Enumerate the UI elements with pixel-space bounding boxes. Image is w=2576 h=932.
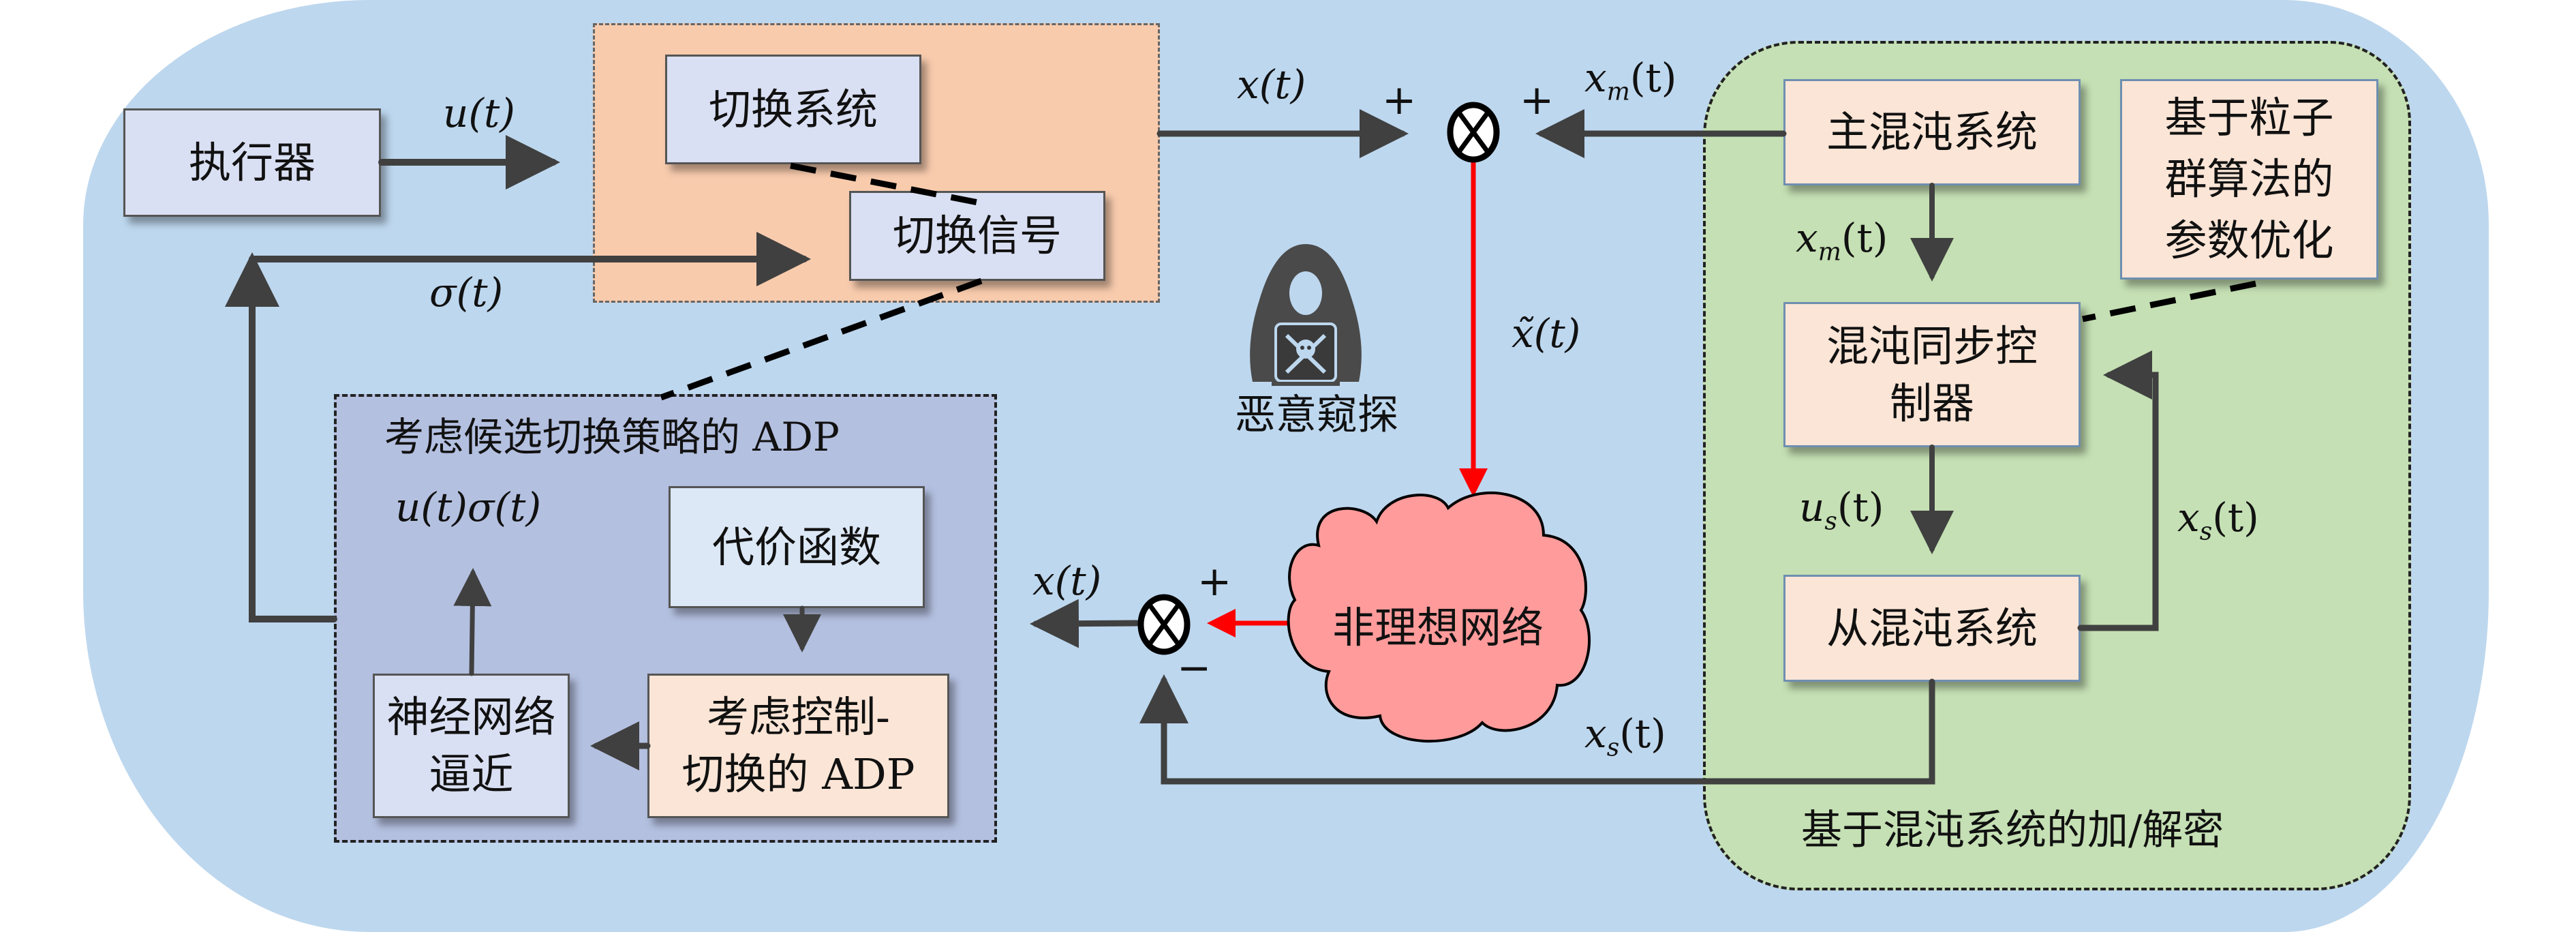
signal-u-sigma: u(t)σ(t) (395, 484, 542, 530)
nn-approx-label: 神经网络逼近 (386, 689, 555, 802)
non-ideal-network-cloud (1287, 492, 1591, 743)
sign-plus-top-right: + (1520, 76, 1554, 124)
switched-system-label: 切换系统 (708, 84, 878, 134)
xm-vert-base: x (1796, 215, 1818, 261)
adp-line-1: 考虑控制- (707, 692, 890, 742)
dash-signal-adp (660, 277, 983, 401)
sync-line-1: 混沌同步控 (1826, 320, 2038, 371)
adp-control-switch-block[interactable]: 考虑控制- 切换的 ADP (647, 674, 949, 818)
signal-x-tilde: x̃(t) (1512, 310, 1581, 357)
master-chaos-block[interactable]: 主混沌系统 (1783, 79, 2081, 185)
signal-x-top: x(t) (1237, 61, 1306, 108)
signal-sigma: σ(t) (429, 269, 504, 316)
signal-xs-bottom: xs(t) (1584, 710, 1666, 762)
pso-param-label: 基于粒子群算法的参数优化 (2164, 87, 2333, 271)
pso-line-2: 群算法的 (2164, 154, 2334, 205)
cost-function-block[interactable]: 代价函数 (669, 486, 925, 608)
us-arg: (t) (1837, 484, 1884, 530)
adp-line-2: 切换的 ADP (681, 749, 915, 799)
pso-line-3: 参数优化 (2164, 215, 2334, 265)
signal-x-bottom: x(t) (1032, 558, 1102, 604)
arrow-nn-up (453, 568, 492, 676)
sync-controller-label: 混沌同步控制器 (1826, 318, 2038, 432)
arrow-xs-feedback (2077, 350, 2159, 631)
us-sub: s (1824, 507, 1837, 536)
sign-minus-bottom: − (1177, 644, 1212, 692)
eavesdrop-label: 恶意窥探 (1235, 391, 1398, 439)
xm-top-arg: (t) (1629, 55, 1677, 101)
signal-xm-vert: xm(t) (1796, 215, 1888, 267)
dash-system-signal (790, 162, 982, 207)
signal-us: us(t) (1799, 484, 1884, 536)
xs-right-base: x (2177, 494, 2200, 541)
slave-chaos-block[interactable]: 从混沌系统 (1783, 575, 2081, 682)
switched-system-block[interactable]: 切换系统 (665, 55, 921, 164)
pso-line-1: 基于粒子 (2164, 93, 2334, 143)
xm-vert-arg: (t) (1841, 215, 1888, 261)
arrow-x-bottom (1030, 599, 1140, 648)
cost-function-label: 代价函数 (711, 522, 881, 572)
arrow-feedback-actuator (225, 252, 337, 622)
us-base: u (1799, 484, 1825, 530)
sync-controller-block[interactable]: 混沌同步控制器 (1783, 302, 2081, 447)
dash-pso-controller (2082, 280, 2256, 322)
master-chaos-label: 主混沌系统 (1826, 107, 2038, 157)
adp-group-title: 考虑候选切换策略的 ADP (384, 414, 840, 460)
actuator-label: 执行器 (188, 137, 316, 187)
signal-xm-top: xm(t) (1584, 55, 1676, 106)
switching-signal-label: 切换信号 (892, 211, 1062, 261)
xs-bottom-sub: s (1606, 734, 1620, 762)
sync-line-2: 制器 (1889, 378, 1974, 428)
slave-chaos-label: 从混沌系统 (1826, 603, 2038, 653)
arrow-xs-bottom (1139, 674, 1935, 785)
sum-junction-top (1447, 102, 1500, 163)
hacker-icon (1250, 244, 1362, 386)
xs-bottom-base: x (1584, 710, 1607, 757)
non-ideal-network-label: 非理想网络 (1332, 603, 1544, 652)
switching-signal-block[interactable]: 切换信号 (849, 191, 1105, 281)
xs-bottom-arg: (t) (1619, 710, 1666, 757)
pso-param-block[interactable]: 基于粒子群算法的参数优化 (2120, 79, 2378, 280)
sign-plus-bottom: + (1197, 558, 1232, 605)
sign-plus-top-left: + (1382, 76, 1417, 124)
signal-xs-right: xs(t) (2177, 494, 2259, 546)
encryption-group-title: 基于混沌系统的加/解密 (1801, 807, 2224, 854)
xm-top-base: x (1584, 55, 1607, 101)
sum-junction-bottom (1137, 594, 1191, 655)
xs-right-arg: (t) (2212, 494, 2259, 541)
nn-line-1: 神经网络 (386, 692, 556, 742)
xs-right-sub: s (2199, 517, 2213, 546)
nn-line-2: 逼近 (429, 749, 514, 799)
signal-u: u(t) (443, 90, 515, 136)
adp-control-switch-label: 考虑控制- 切换的 ADP (682, 689, 915, 802)
actuator-block[interactable]: 执行器 (123, 108, 381, 217)
xm-vert-sub: m (1818, 238, 1841, 267)
xm-top-sub: m (1606, 78, 1630, 106)
